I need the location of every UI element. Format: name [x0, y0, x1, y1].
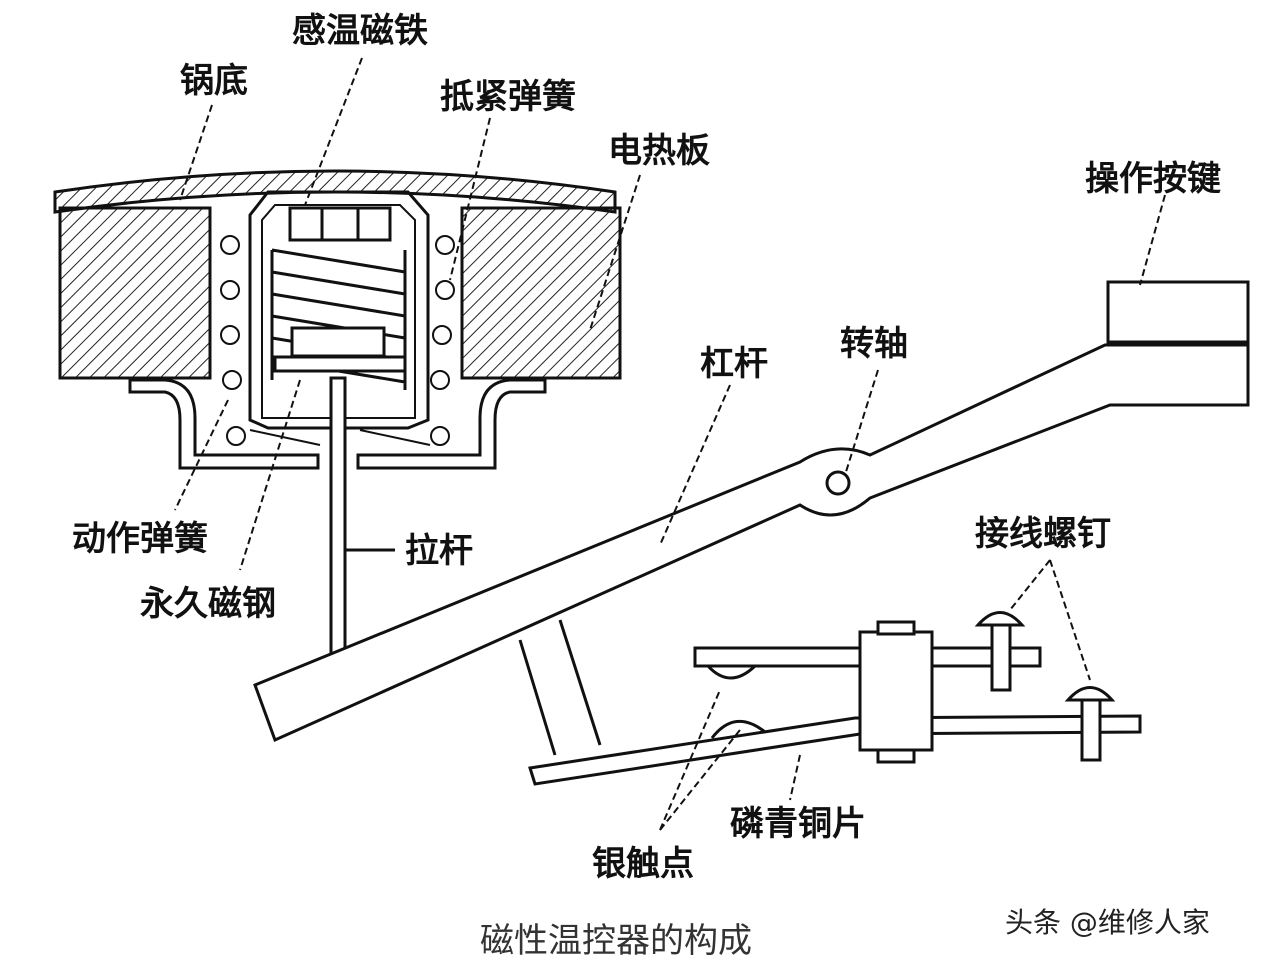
phosphor-bronze-strip — [528, 714, 1142, 786]
label-phosphor-bronze: 磷青铜片 — [730, 804, 866, 844]
pivot — [825, 470, 851, 496]
operate-button[interactable] — [1106, 280, 1250, 344]
magnet-housing — [248, 190, 430, 430]
label-permanent-magnet: 永久磁钢 — [140, 584, 276, 624]
label-operate-button: 操作按键 — [1085, 159, 1221, 199]
watermark: 头条 @维修人家 — [1005, 906, 1210, 939]
label-pressing-spring: 抵紧弹簧 — [440, 77, 576, 117]
label-pull-rod: 拉杆 — [405, 531, 473, 571]
contact-post — [858, 630, 934, 752]
label-sensing-magnet: 感温磁铁 — [292, 11, 428, 51]
sensing-magnet — [288, 206, 392, 242]
silver-contact-upper — [706, 664, 757, 680]
lever — [253, 343, 1250, 743]
terminal-screw — [974, 611, 1116, 762]
label-silver-contact: 银触点 — [592, 844, 694, 884]
housing — [128, 378, 320, 470]
label-lever: 杠杆 — [700, 344, 768, 384]
pull-rod — [329, 376, 347, 670]
housing-right — [356, 378, 547, 470]
label-heating-plate: 电热板 — [608, 131, 710, 171]
label-terminal-screw: 接线螺钉 — [975, 514, 1111, 554]
heating-plate-left — [58, 206, 212, 380]
action-spring — [220, 235, 455, 446]
caption: 磁性温控器的构成 — [480, 921, 752, 961]
silver-contact-lower — [710, 719, 766, 739]
heating-plate-right — [460, 206, 622, 380]
label-pan-bottom: 锅底 — [180, 61, 248, 101]
support-leg — [518, 619, 602, 756]
leader-lines — [174, 57, 1166, 831]
permanent-magnet — [290, 326, 386, 358]
label-pivot: 转轴 — [840, 324, 908, 364]
label-action-spring: 动作弹簧 — [72, 519, 208, 559]
